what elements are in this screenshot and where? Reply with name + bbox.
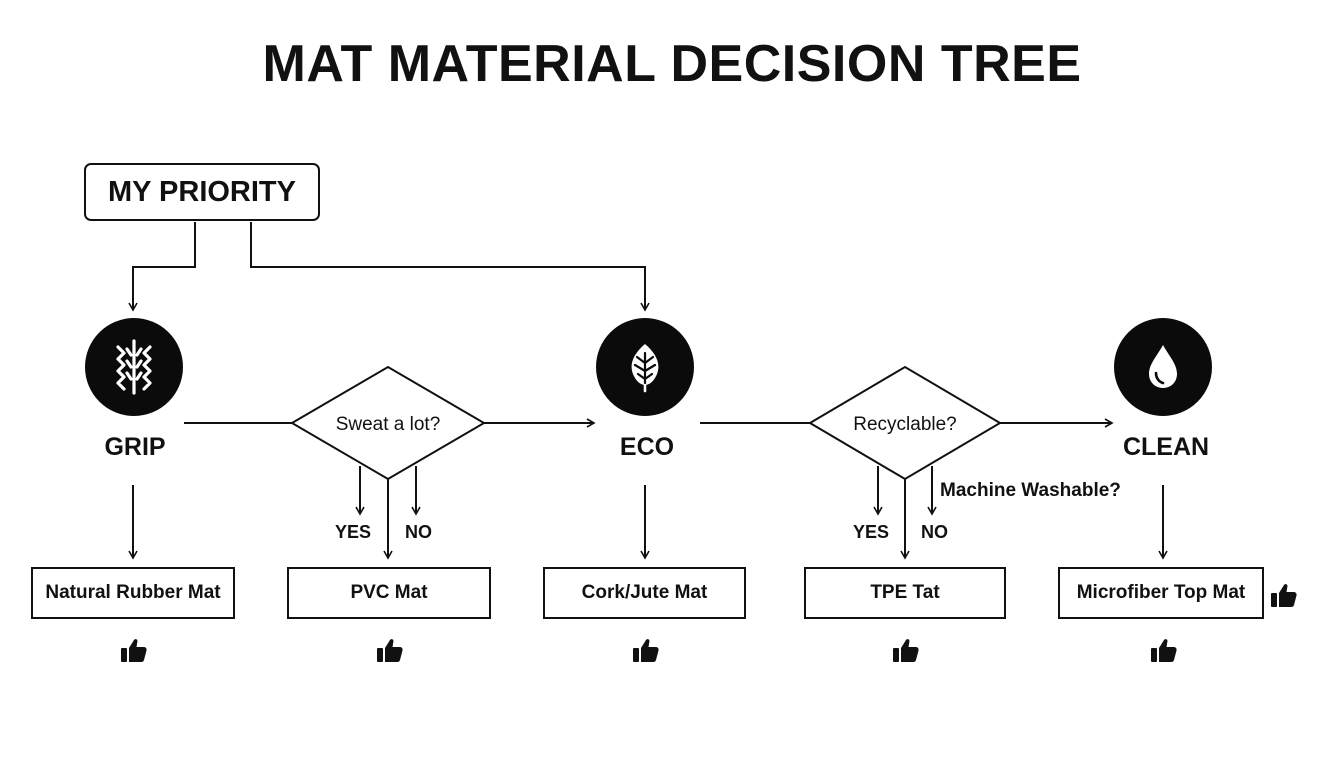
wheat-icon <box>116 339 152 395</box>
mat-natural-rubber-label: Natural Rubber Mat <box>45 582 221 603</box>
mat-natural-rubber: Natural Rubber Mat <box>31 567 235 619</box>
decision-machine-washable: Machine Washable? <box>940 480 1121 501</box>
thumbs-up-icon <box>633 639 659 662</box>
mat-cork-jute: Cork/Jute Mat <box>543 567 746 619</box>
decision-recyclable-question: Recyclable? <box>853 414 957 435</box>
mat-pvc-label: PVC Mat <box>350 582 428 603</box>
thumbs-up-icon <box>121 639 147 662</box>
root-priority-label: MY PRIORITY <box>108 175 296 208</box>
decision-diamond-sweat <box>290 365 486 481</box>
decision-recyclable-yes: YES <box>853 522 890 542</box>
decision-sweat-no: NO <box>405 522 432 542</box>
decision-sweat-question: Sweat a lot? <box>335 414 441 435</box>
decision-sweat-yes: YES <box>335 522 372 542</box>
leaf-icon <box>631 344 659 393</box>
clean-icon-circle <box>1114 318 1212 416</box>
category-clean-label: CLEAN <box>1122 433 1210 461</box>
root-priority-box: MY PRIORITY <box>84 163 320 221</box>
connector-root-eco <box>250 222 650 312</box>
grip-icon-circle <box>85 318 183 416</box>
thumbs-up-icon <box>893 639 919 662</box>
mat-tpe-label: TPE Tat <box>870 582 940 603</box>
mat-microfiber: Microfiber Top Mat <box>1058 567 1264 619</box>
thumbs-up-icon <box>1271 584 1297 607</box>
mat-pvc: PVC Mat <box>287 567 491 619</box>
category-eco-label: ECO <box>619 433 675 461</box>
page-title: MAT MATERIAL DECISION TREE <box>262 35 1082 93</box>
decision-diamond-recyclable <box>808 365 1002 481</box>
water-drop-icon <box>1149 345 1177 388</box>
mat-tpe: TPE Tat <box>804 567 1006 619</box>
connector-root-grip <box>128 222 196 312</box>
thumbs-up-icon <box>377 639 403 662</box>
category-grip-label: GRIP <box>104 433 166 461</box>
eco-icon-circle <box>596 318 694 416</box>
decision-recyclable-no: NO <box>921 522 948 542</box>
mat-cork-jute-label: Cork/Jute Mat <box>581 582 708 603</box>
mat-microfiber-label: Microfiber Top Mat <box>1076 582 1246 603</box>
thumbs-up-icon <box>1151 639 1177 662</box>
